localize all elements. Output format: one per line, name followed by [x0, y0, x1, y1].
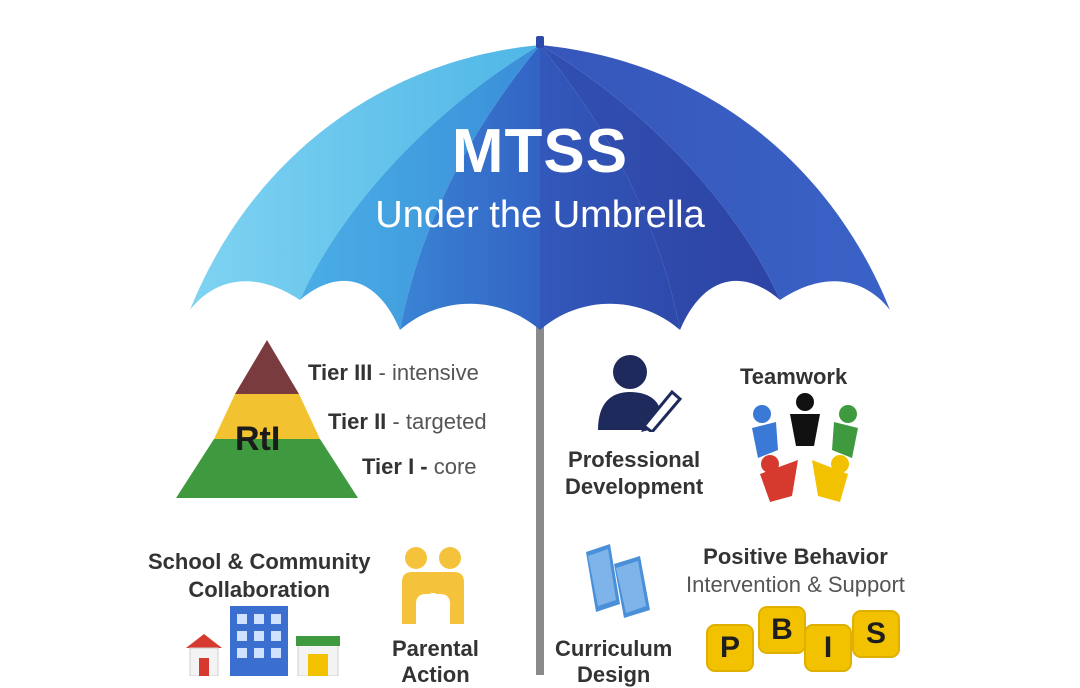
- tier-3-text: Tier III - intensive: [308, 360, 479, 386]
- pbis-label: Positive Behavior Intervention & Support: [686, 544, 905, 597]
- umbrella-panel: [300, 45, 540, 330]
- buildings-icon: [186, 606, 340, 676]
- page-title: MTSS: [451, 117, 629, 186]
- curriculum-design-label: Curriculum Design: [555, 636, 673, 687]
- umbrella-panel: [190, 45, 540, 310]
- tier-1-text: Tier I - core: [362, 454, 477, 480]
- umbrella-tip: [536, 36, 544, 48]
- pbis-tile-s: S: [852, 610, 900, 658]
- pbis-tile-i: I: [804, 624, 852, 672]
- umbrella-panel: [540, 45, 780, 330]
- page-subtitle: Under the Umbrella: [375, 194, 705, 236]
- books-icon: [586, 544, 650, 618]
- tier-2-text: Tier II - targeted: [328, 409, 487, 435]
- parents-child-icon: [402, 547, 464, 624]
- tier-1-band: [176, 439, 358, 498]
- tier-3-name: Tier III: [308, 360, 373, 385]
- tier-3-band: [235, 340, 299, 394]
- tier-1-desc: core: [433, 454, 477, 479]
- umbrella-pole: [536, 300, 544, 675]
- umbrella-panel: [540, 45, 890, 310]
- professional-development-label: Professional Development: [565, 447, 704, 499]
- tier-2-band: [214, 394, 320, 439]
- pbis-tile-p: P: [706, 624, 754, 672]
- tier-2-name: Tier II: [328, 409, 387, 434]
- people-circle-icon: [752, 393, 858, 502]
- tier-3-desc: - intensive: [378, 360, 479, 385]
- pbis-tile-b: B: [758, 606, 806, 654]
- person-with-pen-icon: [598, 355, 682, 432]
- umbrella-panel: [400, 45, 540, 330]
- umbrella-panel: [540, 45, 680, 330]
- rti-label: RtI: [235, 420, 281, 458]
- tier-2-desc: - targeted: [392, 409, 487, 434]
- school-community-label: School & Community Collaboration: [148, 549, 371, 602]
- rti-pyramid: [176, 340, 358, 498]
- parental-action-label: Parental Action: [392, 636, 479, 687]
- tier-1-name: Tier I -: [362, 454, 428, 479]
- teamwork-label: Teamwork: [740, 364, 848, 389]
